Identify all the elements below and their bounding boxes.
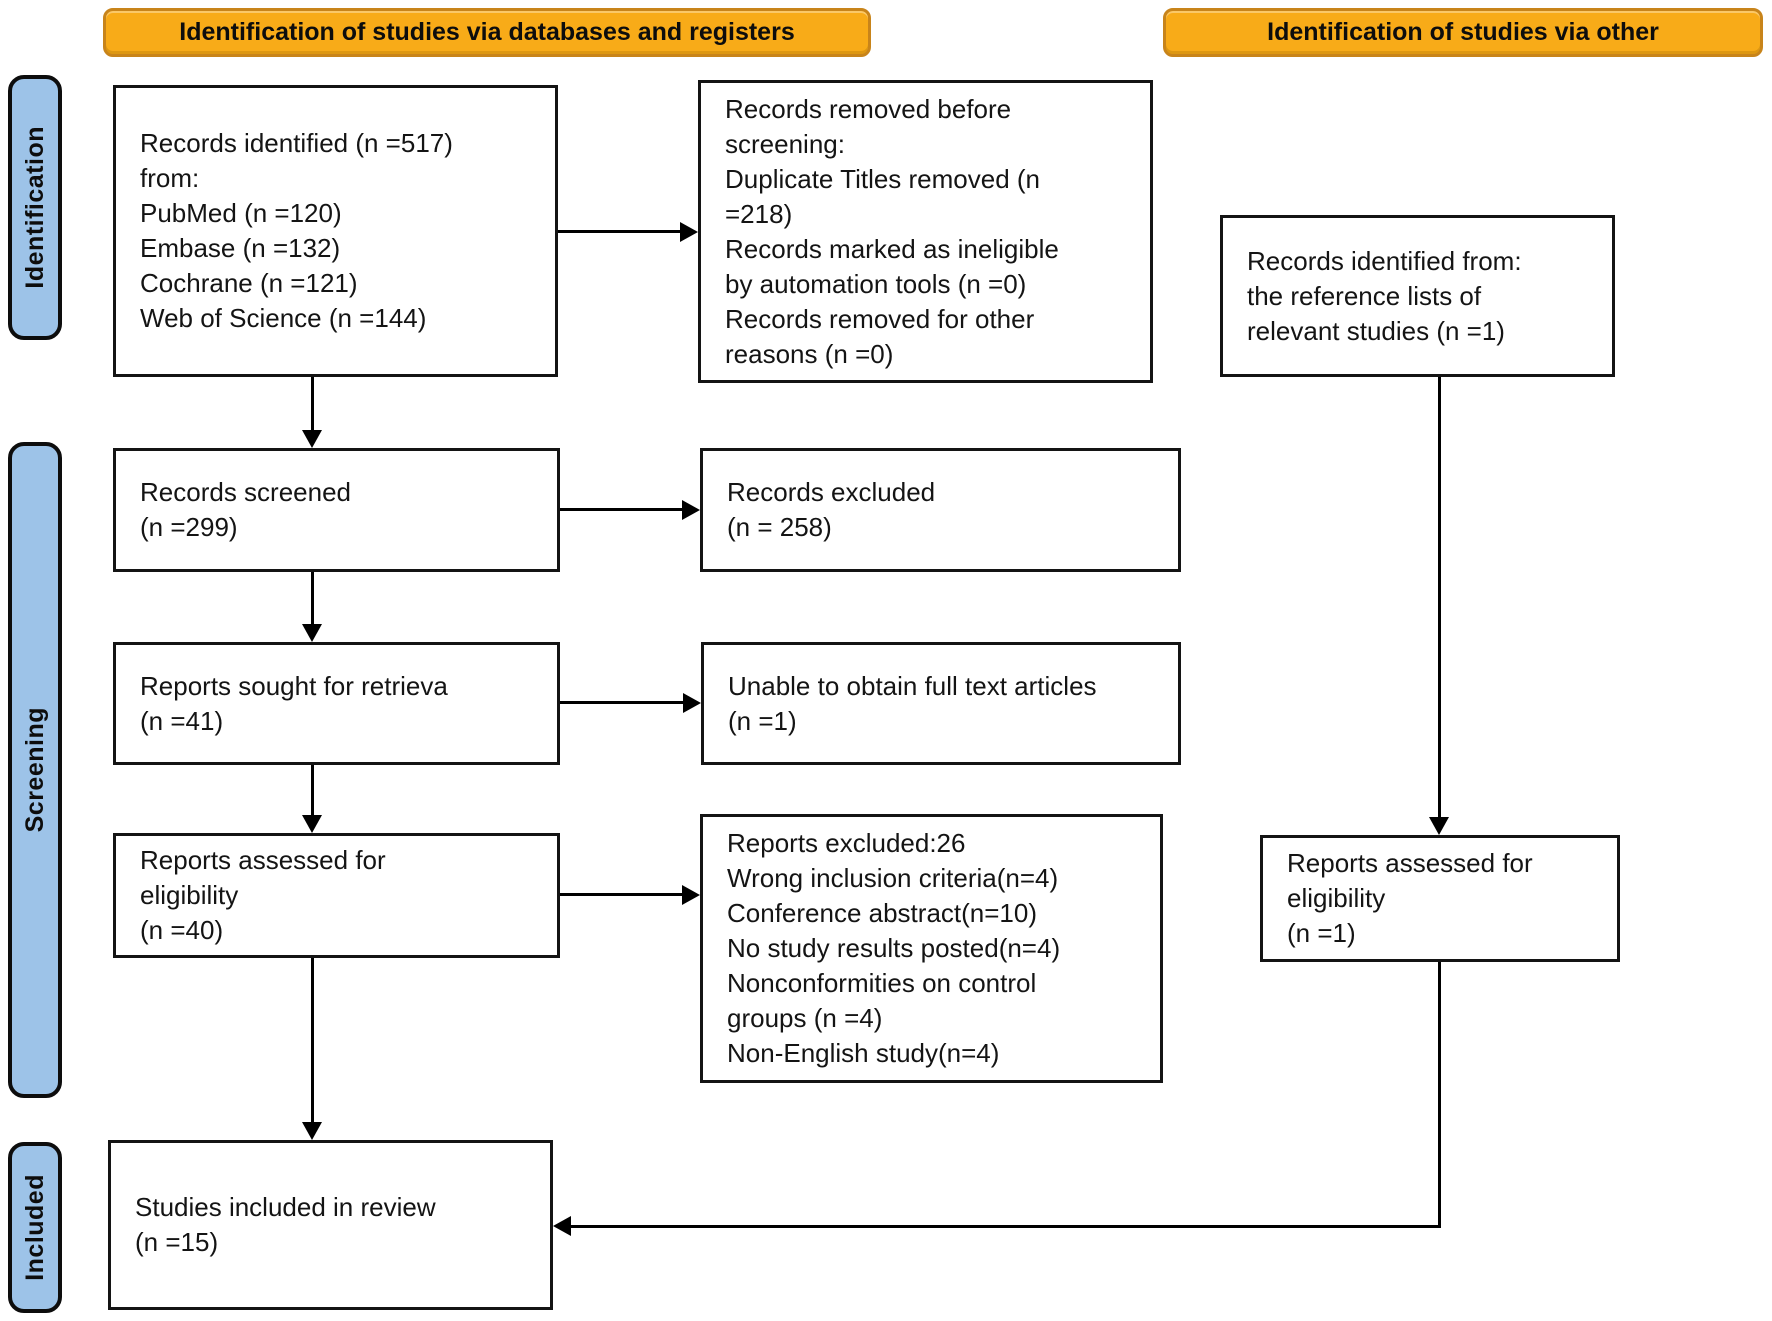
stage-screening-label: Screening: [20, 707, 49, 833]
stage-included-label: Included: [20, 1174, 49, 1281]
arrow-assessed-to-excluded-line: [560, 893, 682, 896]
header-other-sources-label: Identification of studies via other: [1267, 18, 1659, 46]
arrowhead-right-icon: [683, 693, 701, 713]
arrowhead-down-icon: [302, 1122, 322, 1140]
box-records-identified-other: Records identified from: the reference l…: [1220, 215, 1615, 377]
arrow-screened-to-sought-line: [311, 572, 314, 624]
box-records-screened-text: Records screened (n =299): [140, 477, 351, 542]
arrowhead-right-icon: [680, 222, 698, 242]
box-reports-sought-text: Reports sought for retrieva (n =41): [140, 670, 448, 736]
box-reports-excluded-text: Reports excluded:26 Wrong inclusion crit…: [727, 828, 1061, 1068]
box-reports-assessed: Reports assessed for eligibility (n =40): [113, 833, 560, 958]
arrow-sought-to-assessed-line: [311, 765, 314, 815]
stage-screening: Screening: [8, 442, 62, 1098]
box-reports-assessed-text: Reports assessed for eligibility (n =40): [140, 845, 386, 945]
arrow-other-assessed-to-included-vline: [1438, 962, 1441, 1228]
box-reports-excluded: Reports excluded:26 Wrong inclusion crit…: [700, 814, 1163, 1083]
box-records-identified-other-text: Records identified from: the reference l…: [1247, 245, 1522, 346]
arrow-identified-to-removed-line: [558, 230, 680, 233]
arrow-assessed-to-included-line: [311, 958, 314, 1122]
box-records-identified: Records identified (n =517) from: PubMed…: [113, 85, 558, 377]
box-studies-included: Studies included in review (n =15): [108, 1140, 553, 1310]
box-records-removed-text: Records removed before screening: Duplic…: [725, 93, 1059, 369]
arrow-screened-to-excluded-line: [560, 508, 682, 511]
box-records-excluded-text: Records excluded (n = 258): [727, 477, 936, 542]
header-databases-registers: Identification of studies via databases …: [103, 8, 871, 57]
header-other-sources: Identification of studies via other: [1163, 8, 1763, 57]
box-records-screened: Records screened (n =299): [113, 448, 560, 572]
arrowhead-down-icon: [302, 624, 322, 642]
box-unable-full-text-text: Unable to obtain full text articles (n =…: [728, 670, 1097, 736]
arrowhead-down-icon: [302, 815, 322, 833]
box-reports-assessed-other: Reports assessed for eligibility (n =1): [1260, 835, 1620, 962]
stage-identification: Identification: [8, 75, 62, 340]
box-reports-sought: Reports sought for retrieva (n =41): [113, 642, 560, 765]
arrow-other-identified-to-assessed-line: [1438, 377, 1441, 817]
arrowhead-right-icon: [682, 500, 700, 520]
arrowhead-down-icon: [1429, 817, 1449, 835]
arrowhead-left-icon: [553, 1216, 571, 1236]
arrow-sought-to-unable-line: [560, 701, 683, 704]
stage-included: Included: [8, 1142, 62, 1313]
box-records-identified-text: Records identified (n =517) from: PubMed…: [140, 128, 453, 333]
box-records-excluded: Records excluded (n = 258): [700, 448, 1181, 572]
box-reports-assessed-other-text: Reports assessed for eligibility (n =1): [1287, 848, 1533, 948]
stage-identification-label: Identification: [20, 126, 49, 289]
box-records-removed: Records removed before screening: Duplic…: [698, 80, 1153, 383]
box-studies-included-text: Studies included in review (n =15): [135, 1192, 436, 1257]
arrow-other-assessed-to-included-hline: [571, 1225, 1441, 1228]
box-unable-full-text: Unable to obtain full text articles (n =…: [701, 642, 1181, 765]
arrowhead-right-icon: [682, 885, 700, 905]
arrow-identified-to-screened-line: [311, 377, 314, 432]
arrowhead-down-icon: [302, 430, 322, 448]
header-databases-registers-label: Identification of studies via databases …: [179, 18, 795, 46]
